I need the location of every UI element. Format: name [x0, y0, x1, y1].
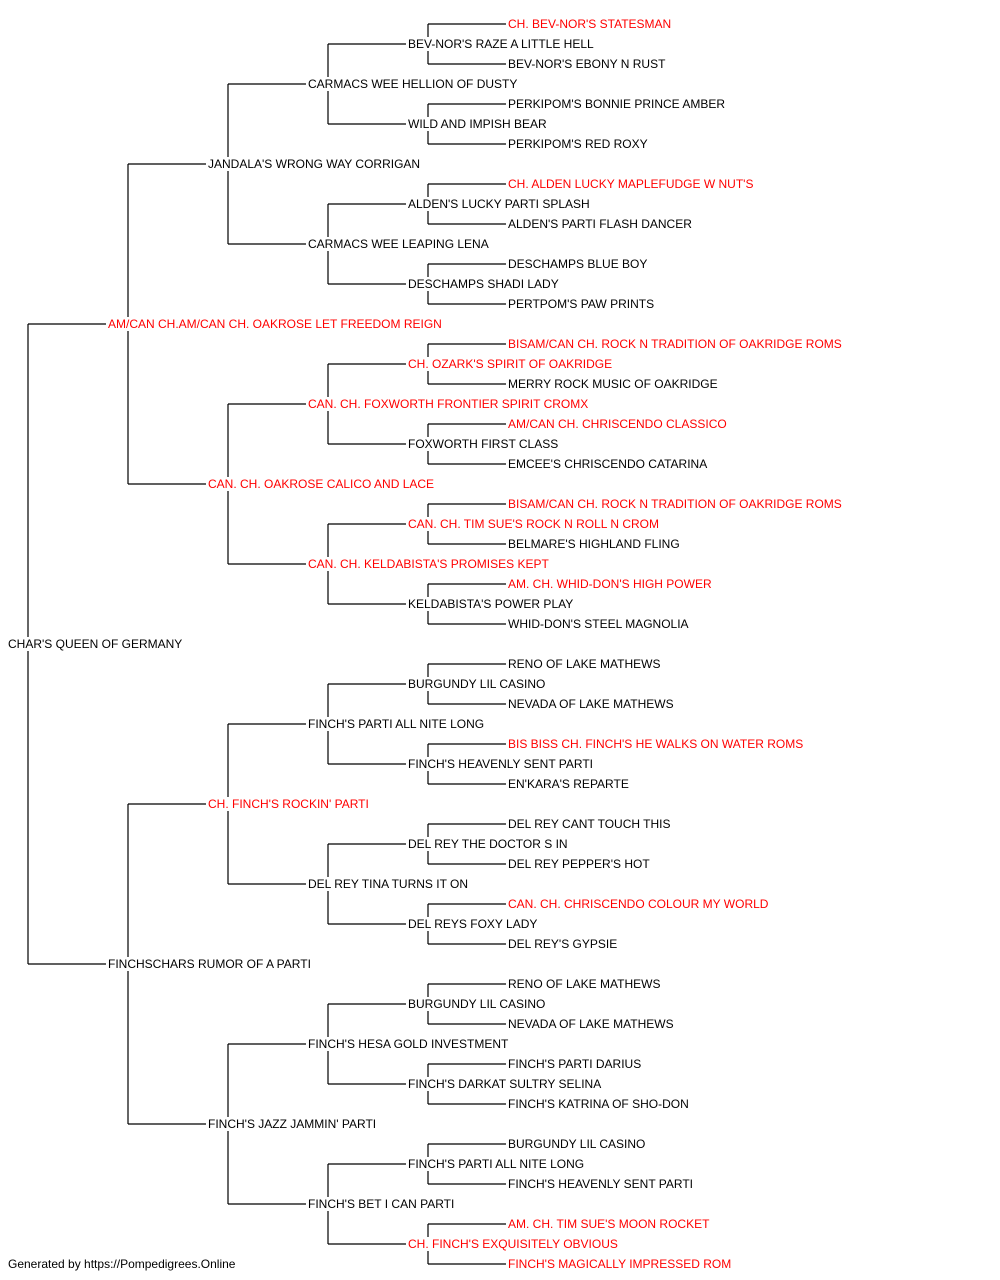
dog-name: CH. ALDEN LUCKY MAPLEFUDGE W NUT'S	[508, 177, 756, 191]
dog-name: WILD AND IMPISH BEAR	[408, 117, 549, 131]
dog-name: ALDEN'S LUCKY PARTI SPLASH	[408, 197, 592, 211]
dog-name: FINCH'S PARTI ALL NITE LONG	[408, 1157, 587, 1171]
dog-name: PERKIPOM'S RED ROXY	[508, 137, 650, 151]
dog-name: EMCEE'S CHRISCENDO CATARINA	[508, 457, 710, 471]
dog-name: AM. CH. TIM SUE'S MOON ROCKET	[508, 1217, 712, 1231]
dog-name: NEVADA OF LAKE MATHEWS	[508, 1017, 676, 1031]
dog-name: FINCH'S PARTI DARIUS	[508, 1057, 644, 1071]
dog-name: DEL REY THE DOCTOR S IN	[408, 837, 570, 851]
dog-name: FINCH'S BET I CAN PARTI	[308, 1197, 457, 1211]
dog-name: EN'KARA'S REPARTE	[508, 777, 631, 791]
dog-name: FINCH'S HESA GOLD INVESTMENT	[308, 1037, 511, 1051]
dog-name: BEV-NOR'S RAZE A LITTLE HELL	[408, 37, 596, 51]
dog-name: FINCH'S DARKAT SULTRY SELINA	[408, 1077, 604, 1091]
dog-name: BISAM/CAN CH. ROCK N TRADITION OF OAKRID…	[508, 337, 844, 351]
dog-name: CH. OZARK'S SPIRIT OF OAKRIDGE	[408, 357, 615, 371]
dog-name: WHID-DON'S STEEL MAGNOLIA	[508, 617, 691, 631]
dog-name: FINCH'S MAGICALLY IMPRESSED ROM	[508, 1257, 734, 1271]
dog-name: FINCH'S JAZZ JAMMIN' PARTI	[208, 1117, 379, 1131]
dog-name: DEL REY CANT TOUCH THIS	[508, 817, 673, 831]
dog-name: KELDABISTA'S POWER PLAY	[408, 597, 576, 611]
dog-name: FINCH'S HEAVENLY SENT PARTI	[508, 1177, 696, 1191]
dog-name: CAN. CH. KELDABISTA'S PROMISES KEPT	[308, 557, 551, 571]
dog-name: CAN. CH. TIM SUE'S ROCK N ROLL N CROM	[408, 517, 661, 531]
dog-name: AM/CAN CH.AM/CAN CH. OAKROSE LET FREEDOM…	[108, 317, 444, 331]
dog-name: CH. FINCH'S ROCKIN' PARTI	[208, 797, 371, 811]
dog-name: RENO OF LAKE MATHEWS	[508, 977, 663, 991]
dog-name: FINCH'S HEAVENLY SENT PARTI	[408, 757, 596, 771]
dog-name: CARMACS WEE HELLION OF DUSTY	[308, 77, 520, 91]
dog-name: FINCH'S PARTI ALL NITE LONG	[308, 717, 487, 731]
dog-name: CARMACS WEE LEAPING LENA	[308, 237, 491, 251]
dog-name: BURGUNDY LIL CASINO	[408, 997, 548, 1011]
dog-name: CAN. CH. OAKROSE CALICO AND LACE	[208, 477, 437, 491]
dog-name: AM. CH. WHID-DON'S HIGH POWER	[508, 577, 714, 591]
dog-name: DEL REYS FOXY LADY	[408, 917, 540, 931]
dog-name: CH. FINCH'S EXQUISITELY OBVIOUS	[408, 1237, 620, 1251]
dog-name: DEL REY PEPPER'S HOT	[508, 857, 652, 871]
dog-name: DESCHAMPS BLUE BOY	[508, 257, 650, 271]
dog-name: MERRY ROCK MUSIC OF OAKRIDGE	[508, 377, 720, 391]
dog-name: DESCHAMPS SHADI LADY	[408, 277, 561, 291]
dog-name: BURGUNDY LIL CASINO	[508, 1137, 648, 1151]
dog-name: RENO OF LAKE MATHEWS	[508, 657, 663, 671]
dog-name: DEL REY'S GYPSIE	[508, 937, 620, 951]
generated-by-footer: Generated by https://Pompedigrees.Online	[8, 1257, 236, 1271]
dog-name: BELMARE'S HIGHLAND FLING	[508, 537, 682, 551]
dog-name: NEVADA OF LAKE MATHEWS	[508, 697, 676, 711]
dog-name: JANDALA'S WRONG WAY CORRIGAN	[208, 157, 423, 171]
dog-name: PERKIPOM'S BONNIE PRINCE AMBER	[508, 97, 728, 111]
dog-name: ALDEN'S PARTI FLASH DANCER	[508, 217, 694, 231]
dog-name: CAN. CH. FOXWORTH FRONTIER SPIRIT CROMX	[308, 397, 591, 411]
dog-name: CHAR'S QUEEN OF GERMANY	[8, 637, 185, 651]
dog-name: AM/CAN CH. CHRISCENDO CLASSICO	[508, 417, 729, 431]
dog-name: BIS BISS CH. FINCH'S HE WALKS ON WATER R…	[508, 737, 806, 751]
dog-name: FOXWORTH FIRST CLASS	[408, 437, 561, 451]
dog-name: FINCH'S KATRINA OF SHO-DON	[508, 1097, 691, 1111]
dog-name: PERTPOM'S PAW PRINTS	[508, 297, 657, 311]
dog-name: BURGUNDY LIL CASINO	[408, 677, 548, 691]
dog-name: BEV-NOR'S EBONY N RUST	[508, 57, 668, 71]
dog-name: CH. BEV-NOR'S STATESMAN	[508, 17, 674, 31]
dog-name: CAN. CH. CHRISCENDO COLOUR MY WORLD	[508, 897, 771, 911]
dog-name: DEL REY TINA TURNS IT ON	[308, 877, 471, 891]
dog-name: BISAM/CAN CH. ROCK N TRADITION OF OAKRID…	[508, 497, 844, 511]
dog-name: FINCHSCHARS RUMOR OF A PARTI	[108, 957, 313, 971]
